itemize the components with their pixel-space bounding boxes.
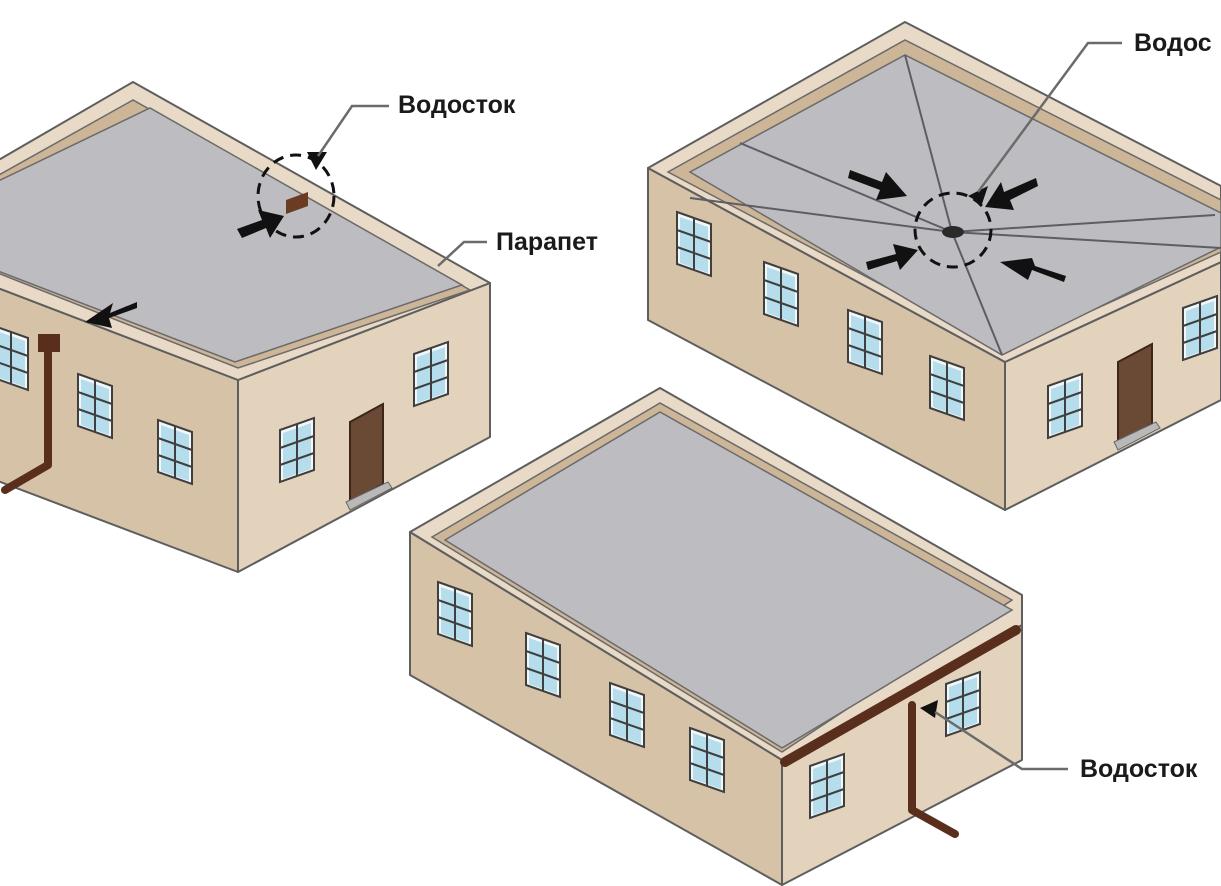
building3-window [689, 727, 725, 793]
building1-flow-arrow [85, 302, 137, 328]
building2-window [929, 355, 965, 421]
building1-scupper-box [38, 334, 60, 352]
building2-roof [688, 54, 1221, 356]
building2-flow-arrow [866, 244, 918, 270]
leader-parapet [437, 240, 487, 267]
building1-step [345, 481, 393, 511]
building-internal-drain [647, 21, 1221, 511]
building2-flow-arrow [985, 178, 1038, 210]
building2-window [676, 211, 712, 277]
building2-drain-ring [913, 191, 993, 269]
building1-scupper [286, 192, 308, 214]
building3-window [525, 632, 561, 698]
building2-flow-arrow [848, 170, 907, 200]
building2-step [1113, 421, 1161, 451]
building-external-gutter [409, 387, 1023, 886]
building3-window [609, 682, 645, 748]
building3-gutter [780, 625, 1021, 767]
building3-flow-arrow [920, 700, 938, 718]
building3-window [809, 753, 845, 819]
building2-window [1047, 373, 1083, 439]
building1-window [413, 341, 449, 407]
label-parapet: Парапет [496, 228, 598, 256]
building1-flow-arrow [237, 210, 284, 238]
label-drain-top-right: Водос [1134, 29, 1212, 57]
building1-flow-arrow [307, 152, 327, 170]
building2-roof-drain [942, 226, 964, 238]
label-drain-bottom: Водосток [1080, 755, 1198, 783]
label-drain-top-left: Водосток [398, 91, 516, 119]
leader-drain-bottom [934, 710, 1068, 771]
building1-roof [0, 107, 464, 363]
building2-window [763, 261, 799, 327]
building1-window [157, 419, 193, 485]
building1-downspout [1, 346, 52, 494]
building3-roof [443, 411, 1014, 749]
building1-drain-ring [256, 153, 336, 239]
building2-window [1182, 295, 1218, 361]
building2-flow-arrow [1000, 258, 1066, 282]
building3-window [437, 581, 473, 647]
leader-drain-top-right [976, 41, 1122, 193]
leader-drain-top-left [316, 104, 389, 157]
building1-window [77, 373, 113, 439]
building3-downspout [908, 701, 959, 838]
building2-window [847, 309, 883, 375]
building3-window [945, 671, 981, 737]
building-parapet-scupper [0, 81, 491, 573]
building1-window [279, 417, 315, 483]
building2-flow-arrow [968, 186, 988, 204]
building1-window [0, 325, 29, 391]
